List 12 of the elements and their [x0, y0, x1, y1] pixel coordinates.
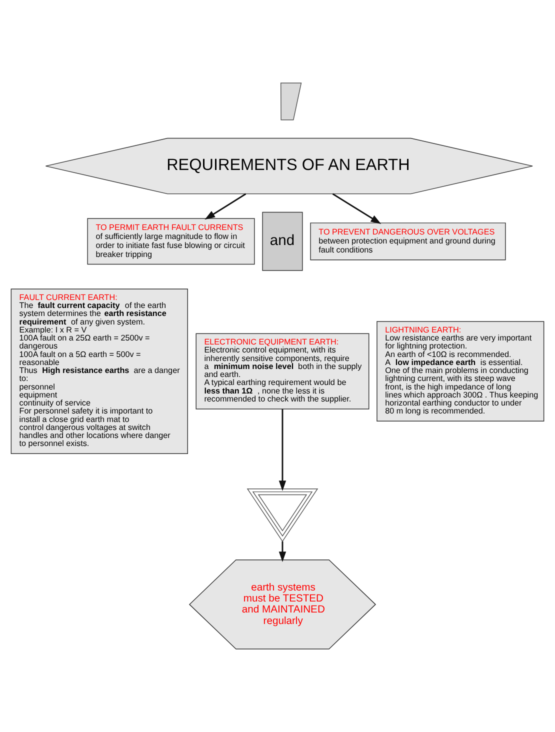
node-lightning [280, 82, 302, 120]
arrow [332, 193, 382, 224]
node-box: ELECTRONIC EQUIPMENT EARTH: Electronic control equipment, with its inherently sensitive components, require a minimum noise level both in the supply and earth. A typical earthing requirement would be less than 1Ω , none the less it is recommended to check with the supplier. [196, 333, 370, 410]
arrow [278, 541, 286, 562]
arrow [278, 409, 286, 491]
arrow [204, 193, 246, 220]
node-box: LIGHTNING EARTH: Low resistance earths are very important for lightning protection. An earth of <10Ω is recommended. A low impedance earth is essential. One of the main problems in conducting lightning current, with its steep wave front, is the high impedance of long lines which approach 300Ω . Thus keeping horizontal earthing conductor to under 80 m long is recommended. [376, 321, 544, 422]
node-box: TO PREVENT DANGEROUS OVER VOLTAGES between protection equipment and ground during fault conditions [310, 222, 506, 260]
node-box: and [262, 212, 303, 271]
node-box: TO PERMIT EARTH FAULT CURRENTS of sufficiently large magnitude to flow in order to initiate fast fuse blowing or circuit breaker tripping [87, 218, 255, 265]
node-box: FAULT CURRENT EARTH: The fault current capacity of the earth system determines the earth resistance requirement of any given system. Example: I x R = V 100A fault on a 25Ω earth = 2500v = dangerous 100A fault on a 5Ω earth = 500v = reasonable Thus High resistance earths are a danger to: personnel equipment continuity of service For personnel safety it is important to install a close grid earth mat to control dangerous voltages at switch handles and other locations where danger to personnel exists. [10, 288, 188, 454]
node-ground [246, 488, 318, 542]
